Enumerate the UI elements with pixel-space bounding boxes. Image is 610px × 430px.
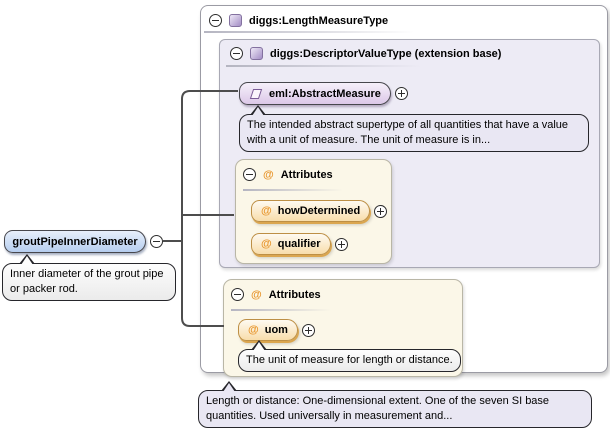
annotation-text: The unit of measure for length or distan… [246,354,453,366]
member-element-label: eml:AbstractMeasure [269,87,381,100]
bubble-pointer-fill [21,256,33,265]
header-divider [243,189,343,191]
annotation-bubble: The unit of measure for length or distan… [238,340,461,372]
annotation-bubble: The intended abstract supertype of all q… [239,105,589,152]
complextype-icon [250,47,263,60]
annotation-text: The intended abstract supertype of all q… [247,119,569,146]
attribute-at-icon: @ [251,288,262,301]
attribute-label: howDetermined [277,205,361,217]
element-ref-icon [249,88,263,99]
attribute-howdetermined[interactable]: @ howDetermined [251,200,371,222]
element-groutpipeinnerdiameter[interactable]: groutPipeInnerDiameter [4,230,146,253]
header-divider [231,309,331,311]
annotation-text: Length or distance: One-dimensional exte… [206,395,550,422]
base-type-panel-descriptorvaluetype: diggs:DescriptorValueType (extension bas… [219,39,600,268]
attributes-panel: @ Attributes @ uom The unit of measure f… [223,279,463,377]
type-panel-title: diggs:LengthMeasureType [249,14,389,27]
expand-icon[interactable] [394,87,408,100]
attributes-panel: @ Attributes @ howDetermined @ qualifier [235,159,392,264]
attribute-uom[interactable]: @ uom [238,319,298,341]
attribute-label: uom [264,324,288,336]
expand-icon[interactable] [301,323,315,337]
attribute-at-icon: @ [261,238,272,250]
type-panel-lengthmeasuretype: diggs:LengthMeasureType diggs:Descriptor… [200,5,608,377]
attributes-panel-title: Attributes [268,288,321,301]
bubble-pointer-fill [223,383,235,392]
collapse-icon[interactable] [231,288,244,301]
collapse-icon[interactable] [243,168,256,181]
member-element-abstractmeasure[interactable]: eml:AbstractMeasure [239,82,391,105]
header-divider [204,31,414,33]
annotation-bubble: Inner diameter of the grout pipe or pack… [2,254,176,301]
attribute-at-icon: @ [261,205,272,217]
attribute-at-icon: @ [248,324,259,336]
bubble-pointer-fill [252,107,264,116]
collapse-icon[interactable] [209,14,222,27]
expand-icon[interactable] [374,204,388,218]
attribute-at-icon: @ [263,168,274,181]
bubble-pointer-fill [253,342,265,351]
base-type-panel-title: diggs:DescriptorValueType (extension bas… [270,47,502,60]
attribute-qualifier[interactable]: @ qualifier [251,233,331,255]
complextype-icon [229,14,242,27]
header-divider [226,65,421,67]
collapse-icon[interactable] [150,235,163,248]
annotation-bubble: Length or distance: One-dimensional exte… [198,381,592,428]
element-label: groutPipeInnerDiameter [12,235,138,248]
attribute-label: qualifier [277,238,321,250]
annotation-text: Inner diameter of the grout pipe or pack… [10,268,164,295]
expand-icon[interactable] [334,237,348,251]
collapse-icon[interactable] [230,47,243,60]
attributes-panel-title: Attributes [280,168,333,181]
